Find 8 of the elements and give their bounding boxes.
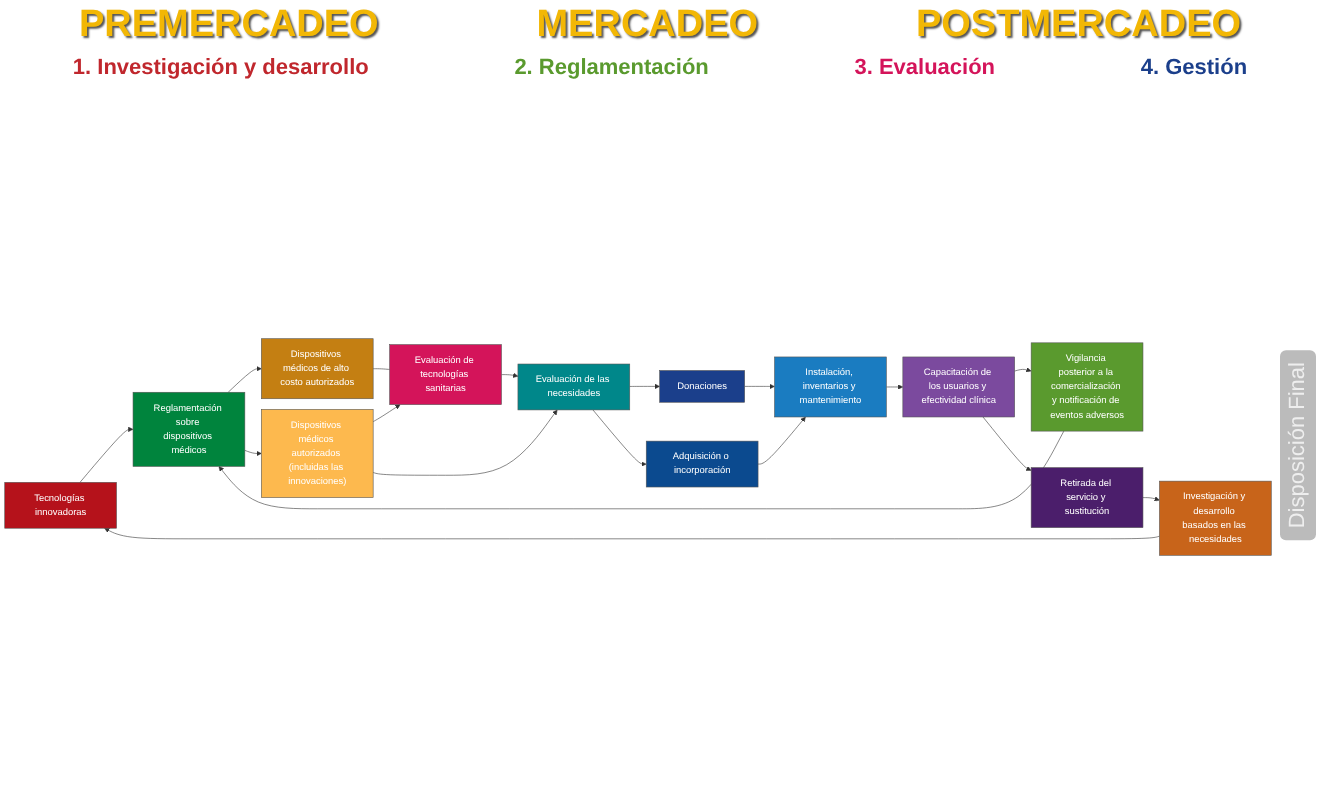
section-label: 3. Evaluación: [854, 56, 996, 80]
phase-heading: POSTMERCADEO: [915, 4, 1242, 48]
phase-heading: PREMERCADEO: [78, 4, 379, 48]
section-label: 2. Reglamentación: [514, 56, 709, 80]
section-label: 1. Investigación y desarrollo: [72, 56, 369, 80]
phase-heading: MERCADEO: [536, 4, 759, 48]
connector: [372, 367, 390, 369]
section-label: 4. Gestión: [1140, 56, 1248, 80]
